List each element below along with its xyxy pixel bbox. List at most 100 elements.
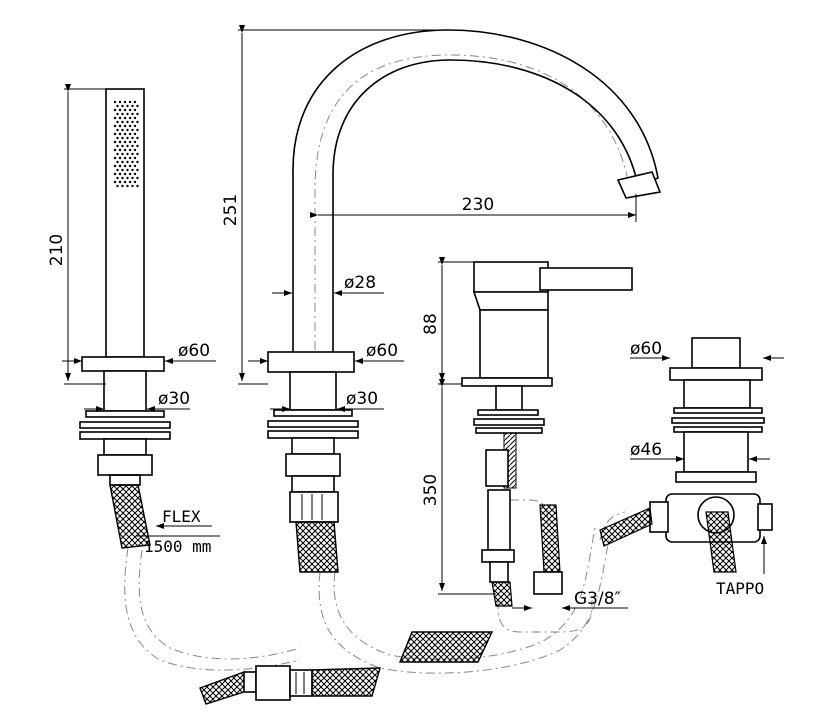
shower-hole <box>128 108 132 112</box>
mixer-pipe-fitting <box>489 561 509 583</box>
shower-hole <box>133 116 137 120</box>
shower-hole <box>121 144 124 148</box>
shower-hole <box>118 100 122 104</box>
shower-hole <box>123 124 127 128</box>
diverter-washer-1 <box>673 407 763 414</box>
shower-hole <box>123 108 127 112</box>
shower-hole <box>121 152 124 156</box>
shower-hole <box>133 124 137 128</box>
shower-hole <box>113 172 117 176</box>
diverter-plug <box>757 503 773 531</box>
shower-hole <box>136 144 139 148</box>
shower-hole <box>131 136 134 140</box>
shower-hole <box>131 160 134 164</box>
shower-hole <box>118 164 122 168</box>
shower-hole <box>131 128 134 132</box>
diverter-body <box>683 431 749 473</box>
shower-hole <box>128 156 132 160</box>
dimension-text: 210 251 230 ø28 ø60 ø60 ø30 ø30 88 350 G… <box>47 194 764 609</box>
shower-hole <box>113 100 117 104</box>
shower-hole <box>118 156 122 160</box>
hose-routing-dashed <box>124 54 629 674</box>
shower-hole <box>123 164 127 168</box>
mixer-lever <box>539 267 633 291</box>
shower-hole <box>136 176 139 180</box>
mixer <box>461 261 633 607</box>
label-flex: FLEX <box>162 507 201 526</box>
dim-shower-base-diameter: ø60 <box>178 341 210 361</box>
dim-shower-shank-diameter: ø30 <box>158 389 190 409</box>
shower-hole <box>133 132 137 136</box>
mixer-cap <box>473 261 549 293</box>
shower-hole <box>123 116 127 120</box>
shower-hole <box>136 128 139 132</box>
shower-hole <box>128 124 132 128</box>
shower-hole <box>126 176 129 180</box>
shower-hole <box>118 172 122 176</box>
mixer-collar <box>472 291 549 311</box>
diverter <box>599 337 773 573</box>
diverter-knob <box>691 337 741 369</box>
shower-hole <box>136 112 139 116</box>
shower-hole <box>113 148 117 152</box>
mixer-washer-2 <box>473 418 545 426</box>
shower-hole <box>123 172 127 176</box>
spout-aerator <box>616 171 662 199</box>
shower-hole <box>116 112 119 116</box>
shower-hole <box>116 128 119 132</box>
shower-hole <box>116 168 119 172</box>
dim-spout-base-diameter: ø60 <box>366 341 398 361</box>
shower-hole <box>118 124 122 128</box>
spout-threaded-shank <box>291 437 335 455</box>
shower-hole <box>133 148 137 152</box>
spout-base-rosette <box>267 351 355 373</box>
shower-hole <box>113 180 117 184</box>
shower-hole <box>128 116 132 120</box>
mixer-washer-1 <box>477 409 539 416</box>
shower-base-rosette <box>81 356 165 372</box>
shower-hole <box>128 164 132 168</box>
shower-hole <box>123 156 127 160</box>
shower-hole <box>113 164 117 168</box>
shower-hole <box>123 140 127 144</box>
dim-spout-diameter: ø28 <box>344 273 376 293</box>
shower-hole <box>123 132 127 136</box>
shower-hole <box>118 116 122 120</box>
dim-spout-reach: 230 <box>462 195 494 215</box>
shower-hole <box>121 160 124 164</box>
shower-hole <box>121 128 124 132</box>
shower-hole <box>136 120 139 124</box>
shower-hole <box>116 152 119 156</box>
shower-hole <box>133 180 137 184</box>
shower-hole <box>126 152 129 156</box>
shower-hole <box>128 140 132 144</box>
shower-hole <box>121 120 124 124</box>
diverter-lower-ring <box>675 471 757 483</box>
shower-hole <box>133 156 137 160</box>
dimension-lines <box>62 25 784 611</box>
mixer-body <box>479 309 549 379</box>
shower-hole <box>121 184 124 188</box>
shower-hole <box>136 152 139 156</box>
diverter-collar <box>683 379 751 409</box>
mixer-washer-3 <box>475 427 543 434</box>
diverter-outlet-hose <box>705 511 737 573</box>
shower-hole <box>116 184 119 188</box>
hand-shower <box>79 88 171 549</box>
shower-hole <box>128 132 132 136</box>
mixer-hose-2 <box>539 504 561 573</box>
diverter-inlet-nut <box>649 501 669 533</box>
shower-hole <box>113 140 117 144</box>
shower-hole <box>113 116 117 120</box>
shower-hole <box>118 132 122 136</box>
shower-hole <box>113 124 117 128</box>
shower-hole <box>133 108 137 112</box>
shower-hole <box>113 132 117 136</box>
shower-hole <box>136 136 139 140</box>
shower-hole <box>121 112 124 116</box>
shower-hole <box>123 148 127 152</box>
shower-hole <box>126 104 129 108</box>
spout-flex-hose <box>295 521 339 573</box>
label-flex-length: 1500 mm <box>144 537 211 556</box>
shower-hole <box>123 100 127 104</box>
